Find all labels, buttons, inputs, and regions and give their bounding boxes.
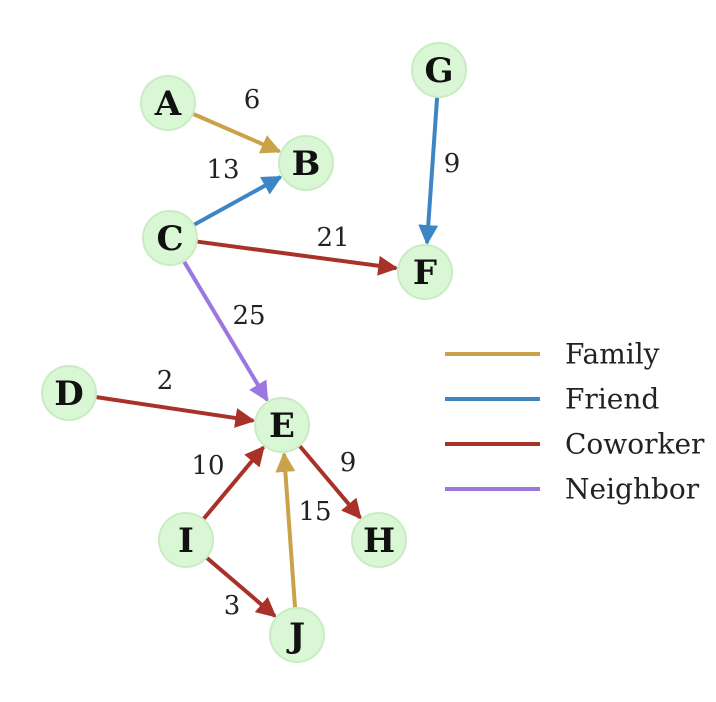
legend-item-family: Family (445, 338, 660, 371)
node-I: I (158, 512, 214, 568)
edge-C-B (192, 175, 283, 227)
nodes-layer: A B C D E F G H I J (41, 42, 467, 663)
edge-weight-C-E: 25 (232, 301, 265, 331)
node-H: H (351, 512, 407, 568)
node-label: C (156, 219, 183, 259)
node-circle (254, 397, 310, 453)
legend-item-neighbor: Neighbor (445, 473, 700, 506)
edge-weight-C-F: 21 (316, 223, 349, 253)
node-label: I (178, 521, 194, 561)
edges-layer: 6 13 21 9 25 2 10 9 15 3 (95, 85, 461, 621)
node-circle (269, 607, 325, 663)
edge-C-F (196, 239, 399, 276)
edge-weight-A-B: 6 (244, 85, 261, 115)
node-circle (411, 42, 467, 98)
node-B: B (278, 135, 334, 191)
node-G: G (411, 42, 467, 98)
node-label: D (54, 374, 83, 414)
node-circle (142, 210, 198, 266)
edge-E-H (297, 444, 362, 520)
node-circle (158, 512, 214, 568)
node-A: A (140, 75, 196, 131)
edge-G-F (418, 96, 440, 246)
node-F: F (397, 244, 453, 300)
legend-label: Neighbor (565, 473, 700, 506)
edge-J-E (275, 451, 298, 609)
node-label: E (269, 406, 295, 446)
node-C: C (142, 210, 198, 266)
edge-weight-D-E: 2 (157, 366, 174, 396)
node-label: B (292, 144, 321, 184)
edge-D-E (95, 395, 256, 428)
node-circle (41, 365, 97, 421)
edge-weight-G-F: 9 (444, 149, 461, 179)
edge-C-E (182, 260, 269, 402)
node-circle (278, 135, 334, 191)
node-J: J (269, 607, 325, 663)
node-label: J (286, 616, 305, 656)
edge-weight-C-B: 13 (206, 155, 239, 185)
legend-label: Family (565, 338, 660, 371)
edge-I-J (205, 556, 277, 618)
edge-weight-E-H: 9 (340, 448, 357, 478)
node-label: H (363, 521, 395, 561)
node-D: D (41, 365, 97, 421)
legend-item-friend: Friend (445, 383, 659, 416)
legend-item-coworker: Coworker (445, 428, 705, 461)
node-E: E (254, 397, 310, 453)
legend-label: Friend (565, 383, 659, 416)
node-label: G (424, 51, 453, 91)
edge-A-B (191, 111, 282, 154)
node-label: F (413, 253, 437, 293)
edge-weight-I-J: 3 (224, 591, 241, 621)
node-circle (140, 75, 196, 131)
edge-weight-I-E: 10 (191, 451, 224, 481)
node-circle (397, 244, 453, 300)
node-circle (351, 512, 407, 568)
edge-weight-J-E: 15 (298, 497, 331, 527)
legend-label: Coworker (565, 428, 705, 461)
node-label: A (154, 84, 182, 124)
edge-I-E (201, 445, 265, 521)
